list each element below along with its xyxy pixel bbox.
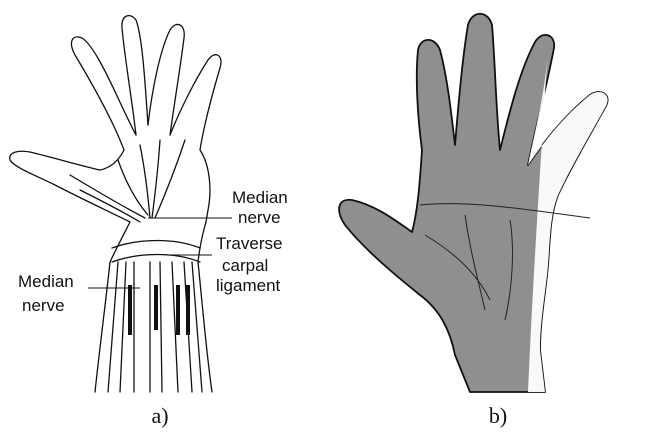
tendon-bands: [128, 285, 190, 335]
label-traverse: Traverse: [216, 234, 282, 253]
anatomical-hand-drawing: [10, 16, 221, 392]
label-median-nerve-left-1: Median: [18, 272, 74, 291]
caption-a: a): [130, 403, 190, 429]
label-median-nerve-left-2: nerve: [22, 296, 65, 315]
label-median-nerve-right-2: nerve: [238, 208, 281, 227]
label-ligament: ligament: [216, 276, 280, 295]
tendon-band: [186, 285, 190, 335]
tendon-band: [154, 285, 158, 330]
shaded-palm-drawing: [339, 14, 607, 392]
tendon-band: [128, 285, 132, 335]
tendon-band: [176, 285, 180, 335]
palm-outline: [339, 14, 607, 392]
label-median-nerve-right-1: Median: [232, 188, 288, 207]
label-carpal: carpal: [222, 256, 268, 275]
caption-b: b): [468, 403, 528, 429]
